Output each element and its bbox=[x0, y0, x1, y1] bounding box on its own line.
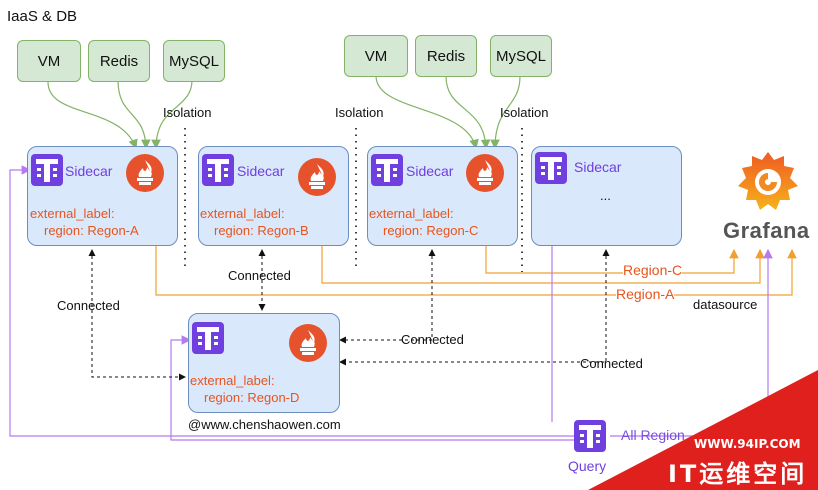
region-b-value: region: Regon-B bbox=[214, 223, 309, 238]
connected-label: Connected bbox=[228, 268, 291, 283]
more-ellipsis: ... bbox=[600, 188, 611, 203]
region-a-external-label: external_label: region: Regon-A bbox=[30, 205, 139, 239]
service-redis-right: Redis bbox=[415, 35, 477, 77]
region-b-external-label: external_label: region: Regon-B bbox=[200, 205, 309, 239]
thanos-icon bbox=[202, 154, 234, 186]
all-regions-label: All Region bbox=[621, 427, 685, 443]
region-a-value: region: Regon-A bbox=[44, 223, 139, 238]
query-label: Query bbox=[568, 458, 607, 474]
region-c-external-label: external_label: region: Regon-C bbox=[369, 205, 478, 239]
connected-label: Connected bbox=[57, 298, 120, 313]
sidecar-label: Sidecar bbox=[237, 163, 285, 179]
external-label-key: external_label: bbox=[369, 206, 454, 221]
service-redis-left: Redis bbox=[88, 40, 150, 82]
isolation-label: Isolation bbox=[500, 105, 549, 120]
isolation-label: Isolation bbox=[163, 105, 212, 120]
service-vm-right: VM bbox=[344, 35, 408, 77]
thanos-icon bbox=[574, 420, 606, 452]
grafana-label: Grafana bbox=[723, 218, 810, 243]
sidecar-label: Sidecar bbox=[406, 163, 454, 179]
connected-label: Connected bbox=[580, 356, 643, 371]
watermark-url: WWW.94IP.COM bbox=[694, 437, 801, 451]
region-d-external-label: external_label: region: Regon-D bbox=[190, 372, 299, 406]
connected-label: Connected bbox=[401, 332, 464, 347]
watermark-name: IT运维空间 bbox=[668, 460, 808, 488]
diagram-title: IaaS & DB bbox=[7, 8, 78, 25]
thanos-icon bbox=[371, 154, 403, 186]
prometheus-icon bbox=[298, 158, 336, 196]
grafana-icon bbox=[738, 152, 798, 210]
thanos-icon bbox=[535, 152, 567, 184]
thanos-icon bbox=[192, 322, 224, 354]
service-vm-left: VM bbox=[17, 40, 81, 82]
datasource-label: datasource bbox=[693, 297, 758, 312]
region-c-flow-label: Region-C bbox=[623, 262, 683, 278]
external-label-key: external_label: bbox=[200, 206, 285, 221]
sidecar-label: Sidecar bbox=[574, 159, 622, 175]
service-mysql-right: MySQL bbox=[490, 35, 552, 77]
credit-text: @www.chenshaowen.com bbox=[188, 417, 341, 432]
region-c-value: region: Regon-C bbox=[383, 223, 479, 238]
region-d-value: region: Regon-D bbox=[204, 390, 300, 405]
thanos-icon bbox=[31, 154, 63, 186]
external-label-key: external_label: bbox=[30, 206, 115, 221]
prometheus-icon bbox=[466, 154, 504, 192]
service-mysql-left: MySQL bbox=[163, 40, 225, 82]
sidecar-label: Sidecar bbox=[65, 163, 113, 179]
prometheus-icon bbox=[289, 324, 327, 362]
external-label-key: external_label: bbox=[190, 373, 275, 388]
isolation-label: Isolation bbox=[335, 105, 384, 120]
region-a-flow-label: Region-A bbox=[616, 286, 675, 302]
prometheus-icon bbox=[126, 154, 164, 192]
